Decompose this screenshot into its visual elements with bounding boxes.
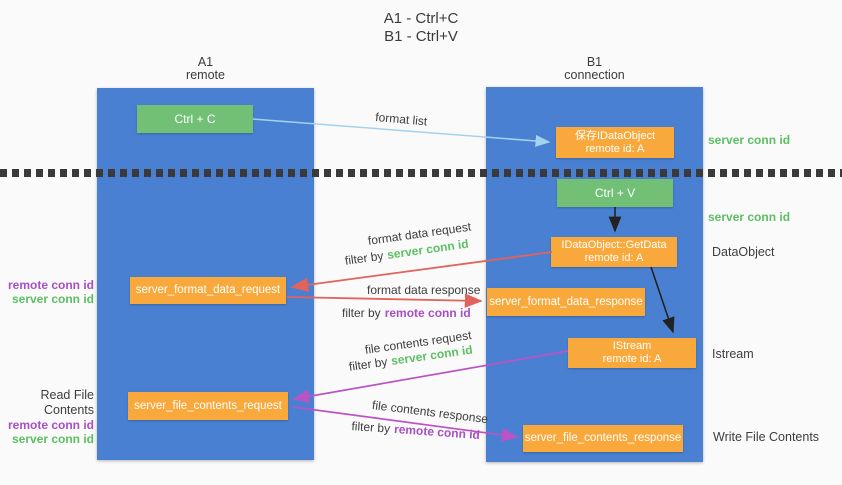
lane-a-header: A1 remote [97, 56, 314, 82]
right-label-dataobject: DataObject [712, 245, 775, 259]
node-file-response-label: server_file_contents_response [524, 432, 682, 444]
title-line-2: B1 - Ctrl+V [384, 28, 458, 45]
node-getdata-line1: IDataObject::GetData [561, 239, 667, 251]
node-format-response-label: server_format_data_response [489, 295, 643, 308]
node-getdata-line2: remote id: A [584, 252, 644, 264]
filter-prefix: filter by [342, 306, 381, 320]
node-ctrl-c: Ctrl + C [137, 105, 253, 133]
node-server-format-data-response: server_format_data_response [487, 288, 645, 316]
filter-prefix: filter by [348, 354, 389, 374]
node-istream: IStream remote id: A [568, 338, 696, 368]
lane-a-subtitle: remote [186, 68, 225, 82]
node-format-request-label: server_format_data_request [135, 284, 281, 296]
left-remote-conn-id-2: remote conn id [7, 418, 94, 432]
node-server-file-contents-request: server_file_contents_request [128, 392, 288, 420]
left-server-conn-id-2: server conn id [11, 432, 94, 446]
node-ctrl-v: Ctrl + V [557, 179, 673, 207]
dotted-divider [0, 169, 842, 177]
node-ctrl-v-label: Ctrl + V [594, 186, 636, 200]
filter-prefix: filter by [351, 419, 391, 436]
label-format-data-response: format data response [367, 283, 481, 297]
lane-b-subtitle: connection [564, 68, 625, 82]
left-label-group-format: remote conn id server conn id [8, 278, 94, 306]
right-label-write-file-contents: Write File Contents [713, 430, 820, 444]
node-ctrl-c-label: Ctrl + C [174, 112, 216, 126]
left-label-group-file: Read File Contents remote conn id server… [0, 388, 94, 446]
title-line-1: A1 - Ctrl+C [383, 10, 459, 27]
right-label-server-conn-id-mid: server conn id [708, 210, 791, 224]
lane-b-header: B1 connection [486, 56, 703, 82]
node-idataobject-getdata: IDataObject::GetData remote id: A [551, 237, 677, 267]
node-save-line2: remote id: A [585, 142, 645, 155]
node-server-file-contents-response: server_file_contents_response [523, 425, 683, 452]
node-istream-line1: IStream [612, 340, 652, 352]
filter-prefix: filter by [344, 248, 385, 268]
right-label-istream: Istream [712, 347, 754, 361]
node-istream-line2: remote id: A [602, 353, 662, 365]
lane-b-id: B1 [586, 55, 603, 69]
arrow-format-data-response [286, 293, 483, 308]
node-save-idataobject: 保存IDataObject remote id: A [556, 127, 674, 158]
node-file-request-label: server_file_contents_request [134, 399, 282, 412]
label-format-list: format list [374, 110, 428, 129]
diagram-title: A1 - Ctrl+C B1 - Ctrl+V [0, 10, 842, 46]
node-save-line1: 保存IDataObject [574, 129, 656, 142]
left-server-conn-id-1: server conn id [11, 292, 94, 306]
left-read-file-contents: Read File Contents [40, 388, 95, 417]
right-label-server-conn-id-top: server conn id [708, 133, 791, 147]
left-remote-conn-id-1: remote conn id [7, 278, 94, 292]
node-server-format-data-request: server_format_data_request [130, 277, 286, 304]
lane-a-id: A1 [197, 55, 214, 69]
filter-remote-conn-id: remote conn id [384, 306, 471, 320]
filter-remote-conn-id: remote conn id [393, 421, 481, 442]
